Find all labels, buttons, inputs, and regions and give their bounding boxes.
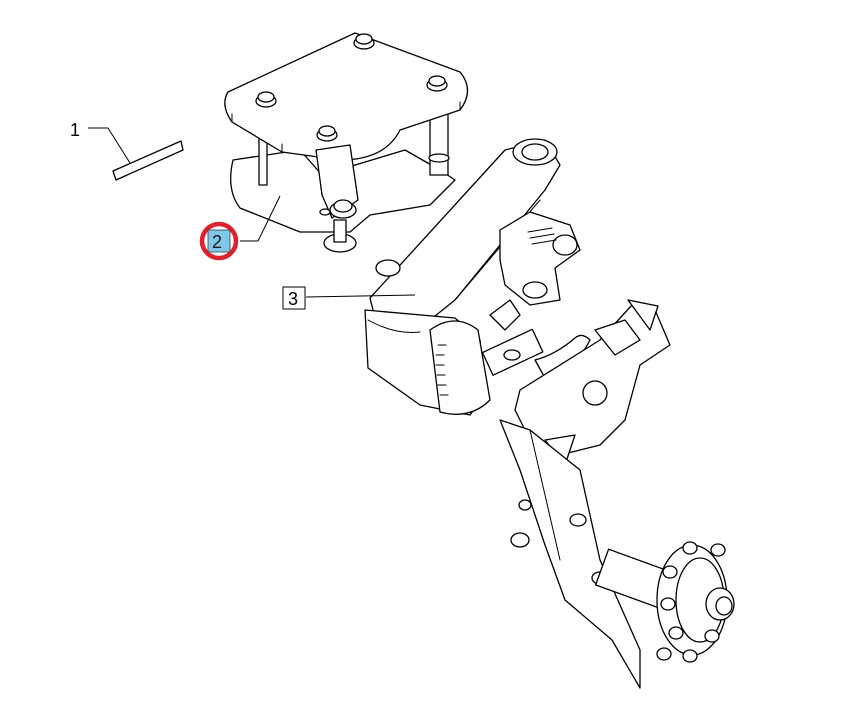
- callout-3[interactable]: 3: [282, 286, 416, 310]
- wheel-leg-part: [499, 299, 735, 689]
- callout-2-leader: [240, 195, 281, 242]
- callout-3-box: [282, 286, 306, 310]
- callout-2-label: 2: [212, 232, 222, 252]
- callout-2-ring: [199, 221, 239, 261]
- callout-3-label: 3: [288, 289, 298, 309]
- callout-3-leader: [305, 294, 416, 298]
- callout-1-label: 1: [70, 120, 80, 140]
- callout-2[interactable]: 2: [199, 195, 281, 261]
- callout-1[interactable]: 1: [70, 120, 131, 164]
- decal-strip-part: [112, 140, 184, 181]
- callout-1-leader: [88, 127, 131, 164]
- bracket-assembly-part: [224, 32, 469, 253]
- swing-arm-part: [364, 138, 591, 416]
- callout-2-box: [207, 229, 231, 253]
